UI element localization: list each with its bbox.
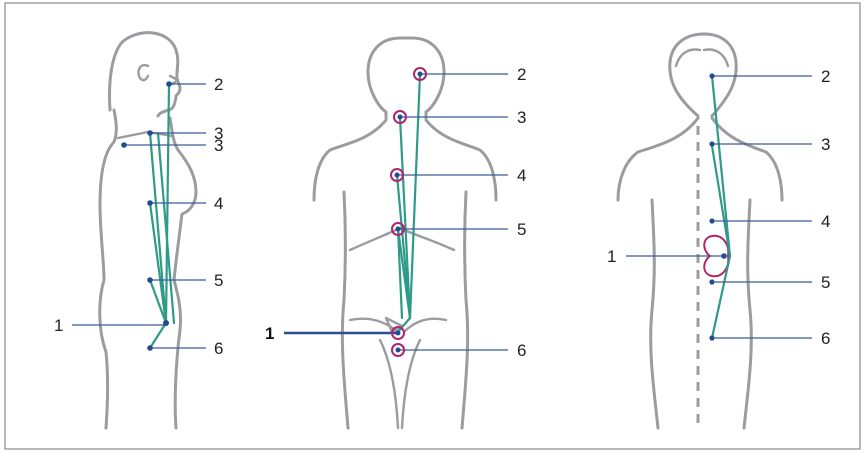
back-label-2: 2 [821, 67, 830, 86]
back-point-3 [709, 141, 714, 146]
front-label-5: 5 [517, 220, 526, 239]
side-point-6 [147, 345, 153, 351]
front-label-2: 2 [517, 65, 526, 84]
side-label-1: 1 [54, 316, 63, 335]
front-label-1: 1 [265, 324, 274, 343]
back-point-6 [709, 335, 714, 340]
back-label-5: 5 [821, 273, 830, 292]
front-label-6: 6 [517, 341, 526, 360]
front-point-4 [395, 173, 400, 178]
side-point-4 [147, 200, 153, 206]
side-label-4: 4 [214, 194, 223, 213]
front-label-4: 4 [517, 166, 526, 185]
side-point-5 [147, 277, 153, 283]
front-point-3 [398, 115, 403, 120]
side-point-1 [163, 320, 169, 326]
side-label-5: 5 [214, 271, 223, 290]
back-label-3: 3 [821, 135, 830, 154]
front-point-5 [396, 227, 401, 232]
back-point-4 [709, 218, 714, 223]
side-point-3a [147, 130, 153, 136]
front-point-2 [418, 72, 423, 77]
side-point-3b [121, 142, 127, 148]
front-point-6 [396, 348, 401, 353]
back-point-2 [709, 73, 714, 78]
side-label-2: 2 [214, 75, 223, 94]
back-label-6: 6 [821, 329, 830, 348]
side-label-3b: 3 [214, 136, 223, 155]
back-point-1 [721, 253, 727, 259]
back-label-1: 1 [607, 247, 616, 266]
front-label-3: 3 [517, 108, 526, 127]
back-point-5 [709, 279, 714, 284]
figure-frame [5, 3, 860, 449]
side-point-2 [166, 81, 172, 87]
back-label-4: 4 [821, 212, 830, 231]
side-label-6: 6 [214, 339, 223, 358]
front-point-1 [396, 331, 401, 336]
